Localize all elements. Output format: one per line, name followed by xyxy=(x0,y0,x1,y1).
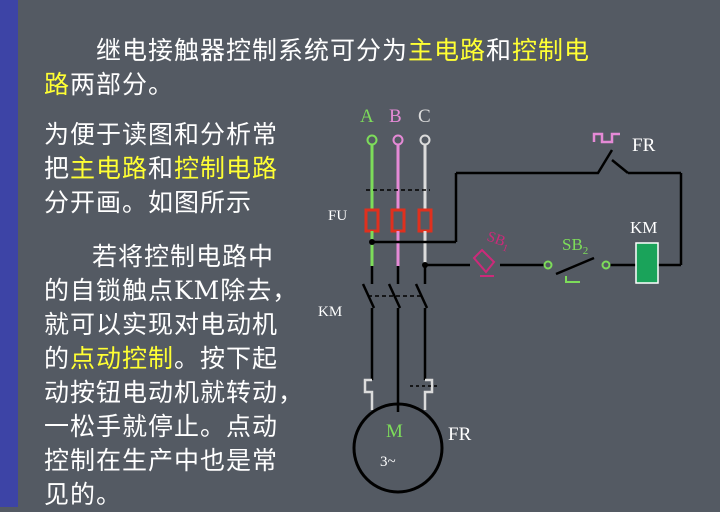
fuse-label: FU xyxy=(328,208,347,224)
coil-label: KM xyxy=(630,218,657,237)
start-button-sb2 xyxy=(543,256,611,283)
para1-line2-c: 和 xyxy=(148,154,175,183)
sb1-label: SB1 xyxy=(484,229,512,255)
intro-highlight-main-circuit: 主电路 xyxy=(408,36,487,65)
para2-line8: 见的。 xyxy=(44,480,123,509)
main-contactor xyxy=(361,266,429,309)
fuse-a xyxy=(364,208,380,233)
contactor-coil xyxy=(635,242,659,284)
terminal-b xyxy=(392,134,404,146)
para1-line1: 为便于读图和分析常 xyxy=(44,120,279,149)
intro-line1-conj: 和 xyxy=(486,36,513,65)
thermal-relay-elements xyxy=(363,378,440,410)
stop-button-sb1 xyxy=(472,248,496,277)
intro-line1-text: 继电接触器控制系统可分为 xyxy=(96,36,409,65)
paragraph-2: 若将控制电路中 的自锁触点KM除去， 就可以实现对电动机 的点动控制。按下起 动… xyxy=(44,240,344,512)
thermal-relay-contact-label: FR xyxy=(632,135,656,156)
phase-c-label: C xyxy=(418,106,431,127)
para2-line4-a: 的 xyxy=(44,344,71,373)
terminal-a xyxy=(366,134,378,146)
para2-highlight-jog-control: 点动控制 xyxy=(70,344,175,373)
para1-highlight-control-circuit: 控制电路 xyxy=(174,154,279,183)
phase-a-label: A xyxy=(360,106,374,127)
para2-line3: 就可以实现对电动机 xyxy=(44,310,279,339)
terminal-c xyxy=(419,134,431,146)
para1-highlight-main-circuit: 主电路 xyxy=(70,154,149,183)
intro-line2-text: 两部分。 xyxy=(70,70,175,99)
para1-line3: 分开画。如图所示 xyxy=(44,188,253,217)
para2-line2: 的自锁触点KM除去， xyxy=(44,276,299,305)
control-wiring xyxy=(369,171,683,268)
paragraph-1: 为便于读图和分析常 把主电路和控制电路 分开画。如图所示 xyxy=(44,118,344,220)
intro-highlight-control-circuit-1: 控制电 xyxy=(512,36,591,65)
para1-line2-a: 把 xyxy=(44,154,71,183)
sb2-label: SB2 xyxy=(562,235,588,257)
thermal-relay-label: FR xyxy=(448,424,472,445)
para2-line6: 一松手就停止。点动 xyxy=(44,412,279,441)
motor-sub-label: 3~ xyxy=(380,454,396,470)
para2-line5: 动按钮电动机就转动， xyxy=(44,378,305,407)
intro-text: 继电接触器控制系统可分为主电路和控制电 路两部分。 xyxy=(44,34,684,102)
para2-line7: 控制在生产中也是常 xyxy=(44,446,279,475)
motor-circle xyxy=(352,402,444,494)
left-accent-bar xyxy=(0,0,18,507)
para2-line1: 若将控制电路中 xyxy=(92,242,275,271)
phase-b-label: B xyxy=(389,106,402,127)
thermal-relay-contact xyxy=(582,132,629,175)
motor-label: M xyxy=(386,421,403,442)
fuse-b xyxy=(390,208,406,233)
phase-terminals xyxy=(366,134,431,146)
contactor-label: KM xyxy=(318,304,342,320)
fuse-c xyxy=(417,208,433,233)
fuses xyxy=(364,208,433,233)
intro-highlight-control-circuit-2: 路 xyxy=(44,70,71,99)
para2-line4-c: 。按下起 xyxy=(174,344,279,373)
